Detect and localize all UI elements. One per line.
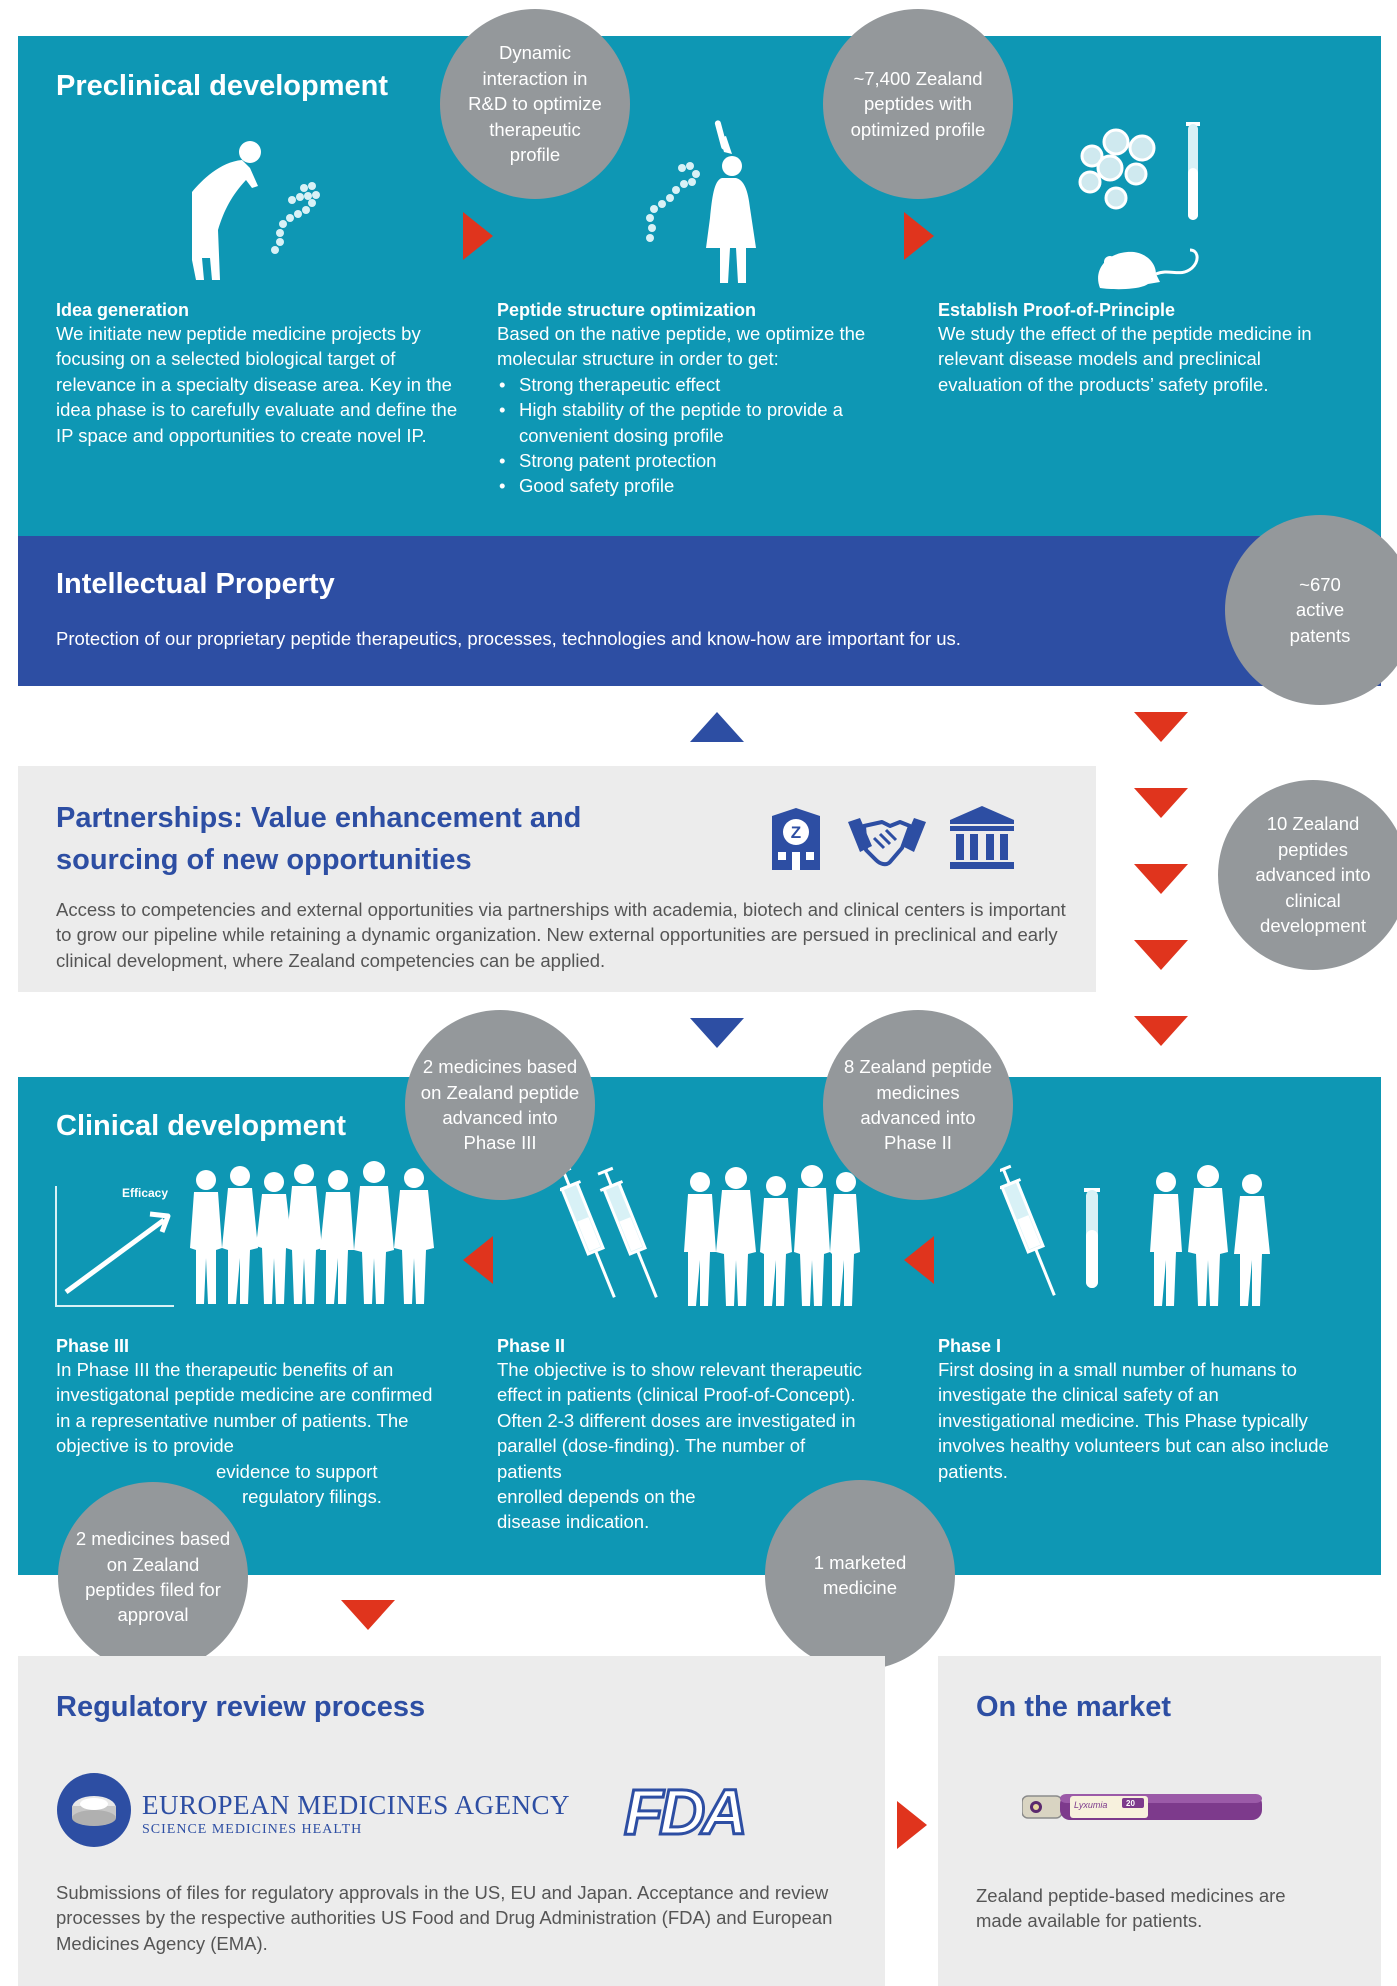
arrow-right-icon [904,212,934,260]
phase3-text-indented: evidence to support [216,1460,378,1482]
regulatory-text: Submissions of files for regulatory appr… [56,1882,833,1954]
idea-generation-text: We initiate new peptide medicine project… [56,323,458,446]
stat-bubble-rd: Dynamic interaction in R&D to optimize t… [440,9,630,199]
fda-logo-text: FDA [624,1778,744,1840]
arrow-right-icon [463,212,493,260]
arrow-down-icon [1134,864,1188,894]
stat-bubble-clinical: 10 Zealand peptides advanced into clinic… [1218,780,1397,970]
arrow-right-icon [897,1801,927,1849]
scientist-standing-icon [646,120,756,283]
market-panel [938,1656,1381,1986]
clinical-title: Clinical development [56,1110,347,1142]
stat-bubble-marketed: 1 marketed medicine [765,1480,955,1670]
stat-bubble-peptides: ~7,400 Zealand peptides with optimized p… [823,9,1013,199]
partnerships-title: Partnerships: Value enhancement and sour… [56,797,581,881]
phase1-block: Phase I First dosing in a small number o… [938,1336,1338,1484]
proof-of-principle-block: Establish Proof-of-Principle We study th… [938,300,1338,397]
phase3-block: Phase III In Phase III the therapeutic b… [56,1336,446,1509]
optimization-text: Based on the native peptide, we optimize… [497,323,866,370]
efficacy-label: Efficacy [122,1186,168,1200]
pen-label: Lyxumia [1074,1800,1107,1810]
syringes-icon [560,1166,658,1298]
ema-logo-icon [57,1773,131,1847]
patients-large-group-icon [190,1161,434,1304]
optimization-title: Peptide structure optimization [497,300,757,320]
phase3-text-indented: regulatory filings. [242,1486,382,1508]
phase2-block: Phase II The objective is to show releva… [497,1336,872,1535]
cells-mouse-icon [1078,122,1200,290]
injection-pen-icon: Lyxumia 20 [1022,1794,1262,1820]
arrow-down-icon [341,1600,395,1630]
ema-name: EUROPEAN MEDICINES AGENCY [142,1790,571,1820]
phase2-text: disease indication. [497,1511,650,1533]
stat-bubble-filed: 2 medicines based on Zealand peptides fi… [58,1482,248,1672]
regulatory-title: Regulatory review process [56,1691,426,1723]
proof-of-principle-title: Establish Proof-of-Principle [938,300,1176,320]
idea-generation-title: Idea generation [56,300,190,320]
partnerships-title-line1: Partnerships: Value enhancement and [56,802,582,834]
proof-of-principle-text: We study the effect of the peptide medic… [938,323,1312,395]
list-item: High stability of the peptide to provide… [499,397,907,448]
partnerships-panel [18,766,1096,992]
phase3-title: Phase III [56,1336,130,1356]
handshake-icon [848,818,926,867]
ip-title: Intellectual Property [56,568,335,600]
market-title: On the market [976,1691,1171,1723]
fda-logo-icon: FDA [623,1778,750,1840]
arrow-left-icon [904,1236,934,1284]
optimization-block: Peptide structure optimization Based on … [497,300,907,499]
arrow-down-icon [1134,712,1188,742]
ip-panel [18,536,1381,686]
regulatory-panel [18,1656,885,1986]
institution-icon [950,806,1014,869]
phase2-text: enrolled depends on the [497,1486,696,1508]
patients-group-icon [684,1165,860,1306]
clinical-panel [18,1077,1381,1575]
ip-text: Protection of our proprietary peptide th… [56,628,961,649]
optimization-list: Strong therapeutic effect High stability… [497,372,907,499]
arrow-left-icon [463,1236,493,1284]
stat-bubble-phase3: 2 medicines based on Zealand peptide adv… [405,1010,595,1200]
pen-dose: 20 [1126,1799,1135,1808]
list-item: Strong patent protection [499,448,907,474]
building-icon: Z [772,808,820,870]
partnerships-text: Access to competencies and external oppo… [56,899,1066,971]
arrow-up-icon [690,712,744,742]
stat-bubble-patents: ~670 active patents [1225,515,1397,705]
scientist-bending-icon [192,141,320,280]
arrow-down-icon [690,1018,744,1048]
stat-bubble-phase2: 8 Zealand peptide medicines advanced int… [823,1010,1013,1200]
efficacy-chart-icon: Efficacy [55,1186,174,1307]
phase3-text: In Phase III the therapeutic benefits of… [56,1359,433,1457]
syringe-tube-icon [1000,1164,1100,1296]
list-item: Good safety profile [499,473,907,499]
arrow-down-icon [1134,1016,1188,1046]
phase2-text: The objective is to show relevant therap… [497,1359,863,1482]
list-item: Strong therapeutic effect [499,372,907,398]
building-logo-letter: Z [791,823,801,842]
idea-generation-block: Idea generation We initiate new peptide … [56,300,466,448]
ema-tagline: SCIENCE MEDICINES HEALTH [142,1822,363,1837]
phase1-text: First dosing in a small number of humans… [938,1359,1329,1482]
market-text: Zealand peptide-based medicines are made… [976,1885,1286,1932]
arrow-down-icon [1134,940,1188,970]
arrow-down-icon [1134,788,1188,818]
partnerships-title-line2: sourcing of new opportunities [56,844,472,876]
phase2-title: Phase II [497,1336,566,1356]
volunteers-group-icon [1150,1165,1270,1306]
phase1-title: Phase I [938,1336,1002,1356]
preclinical-title: Preclinical development [56,70,389,102]
